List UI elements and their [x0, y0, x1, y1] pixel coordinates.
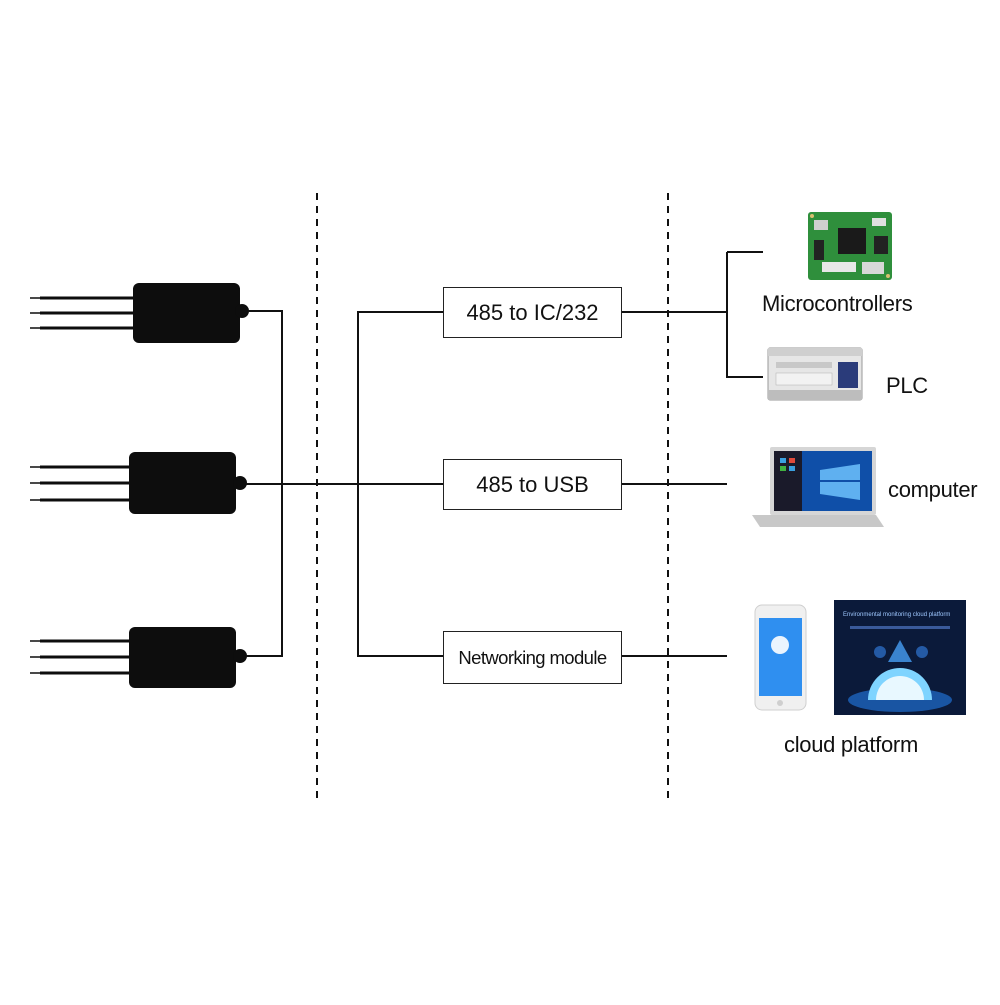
sensor-probe-3 — [30, 627, 247, 688]
cloud-screen-title: Environmental monitoring cloud platform — [843, 612, 951, 618]
label-cloud-platform: cloud platform — [784, 732, 918, 757]
laptop-icon — [752, 447, 884, 527]
converter-485-to-ic232: 485 to IC/232 — [443, 287, 622, 338]
sensor-probe-1 — [30, 283, 249, 343]
phone-icon — [754, 604, 807, 711]
converter-networking-module: Networking module — [443, 631, 622, 684]
connection-lines — [246, 251, 763, 657]
microcontroller-board-icon — [808, 212, 892, 280]
cloud-platform-screen — [834, 600, 966, 715]
converter-label: 485 to IC/232 — [466, 299, 599, 325]
converter-485-to-usb: 485 to USB — [443, 459, 622, 510]
label-computer: computer — [888, 477, 978, 502]
converter-label: 485 to USB — [476, 471, 589, 497]
label-microcontrollers: Microcontrollers — [762, 291, 913, 316]
label-plc: PLC — [886, 373, 928, 398]
plc-device-icon — [767, 347, 863, 401]
converter-label: Networking module — [458, 646, 607, 668]
sensor-probe-2 — [30, 452, 247, 514]
